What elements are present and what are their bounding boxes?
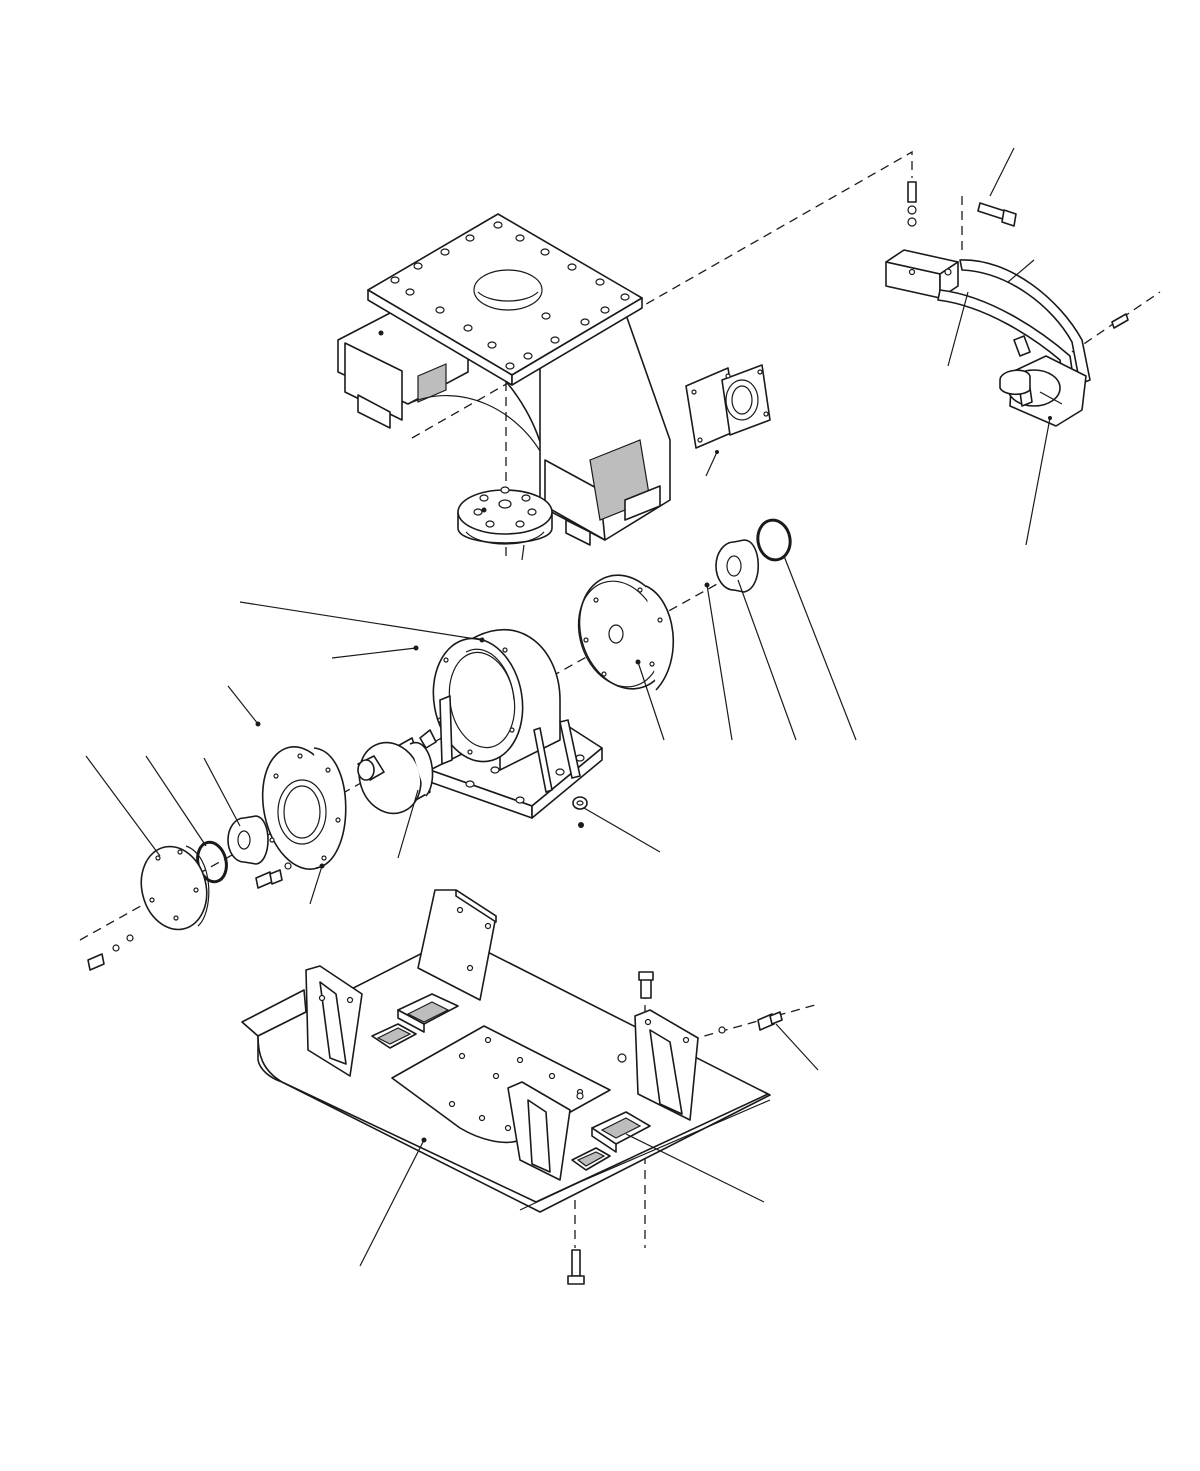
bearing-ring-left	[203, 757, 269, 865]
upper-frame-yoke	[337, 213, 671, 546]
turntable-bearing	[457, 486, 553, 561]
base-plate	[241, 889, 771, 1267]
bearing-cover-disc	[577, 574, 675, 741]
left-fasteners	[87, 685, 292, 971]
hydraulic-motor-assembly	[885, 147, 1129, 546]
bearing-flange-left	[261, 746, 347, 905]
vibrator-housing	[239, 601, 603, 819]
end-cover-disc	[85, 755, 210, 931]
base-fasteners	[567, 971, 819, 1285]
top-plate-bolt-holes	[390, 221, 630, 370]
cover-plate	[685, 364, 771, 477]
bearing-ring-right	[715, 539, 797, 741]
housing-nut	[572, 796, 661, 853]
retaining-ring-right	[756, 518, 857, 741]
rubber-buffers	[371, 993, 651, 1171]
eccentric-weight	[357, 729, 437, 859]
